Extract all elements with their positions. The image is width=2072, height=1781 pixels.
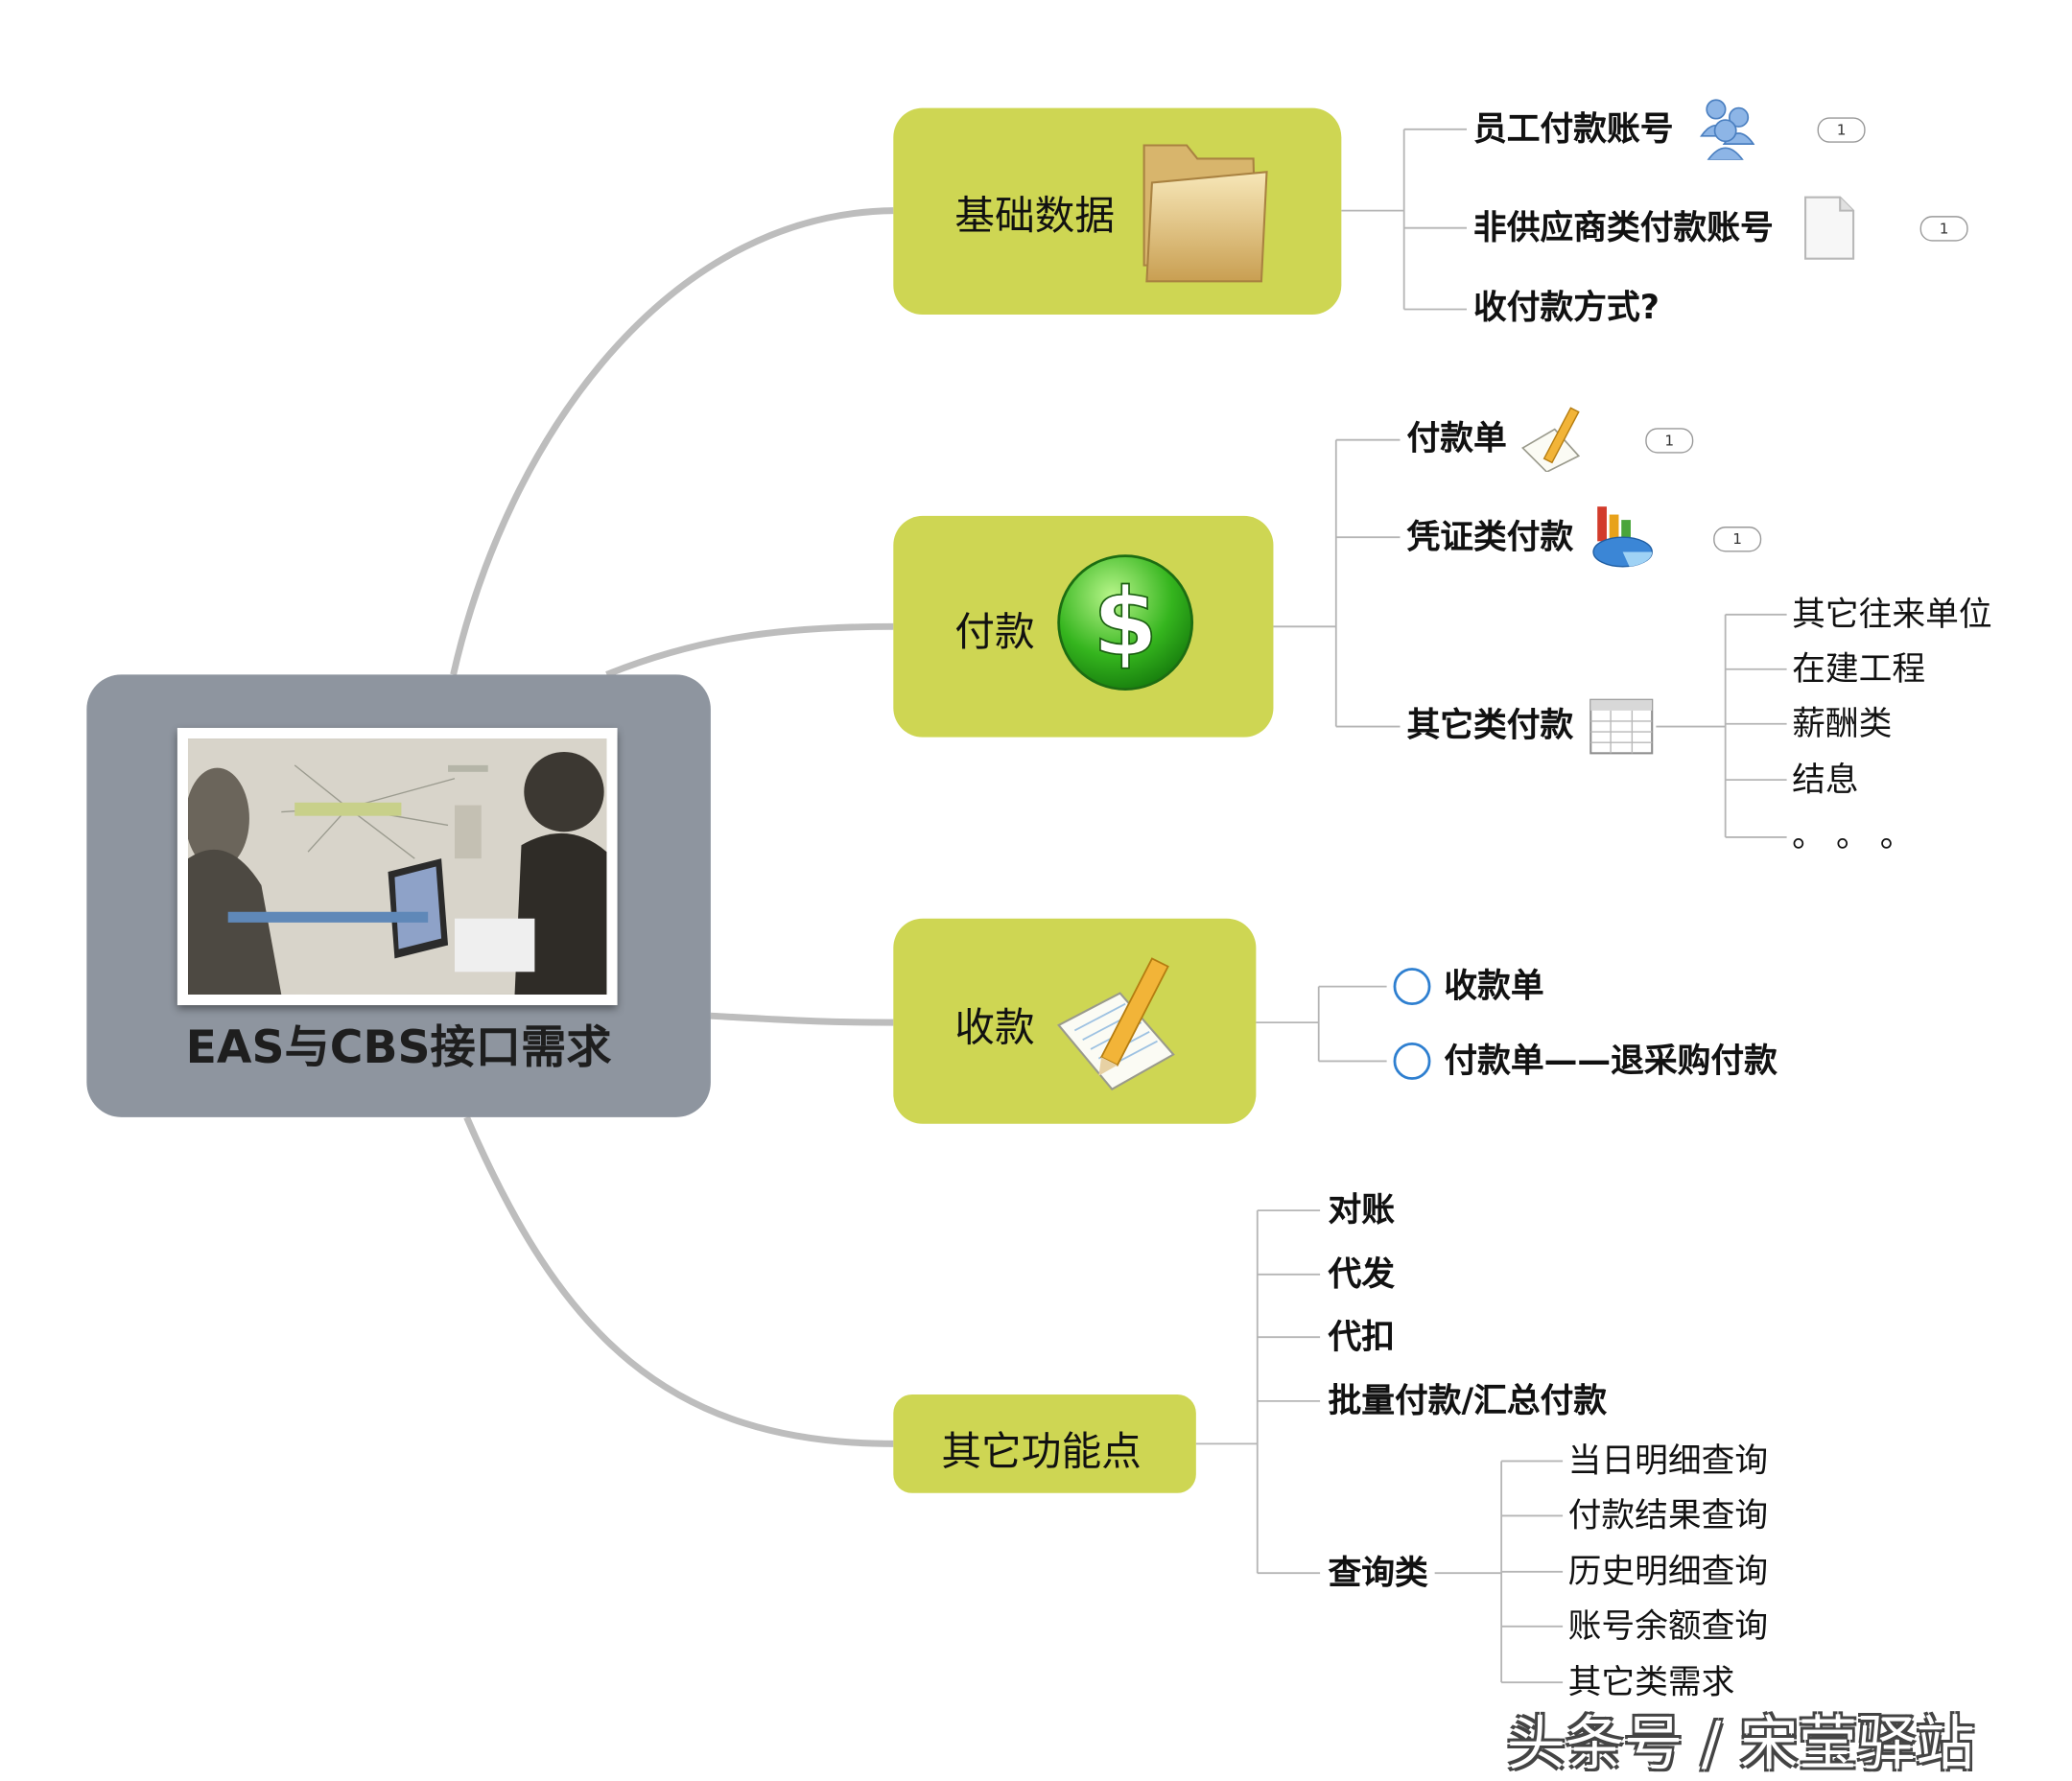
- topic-payment-order[interactable]: 付款单: [1406, 418, 1507, 457]
- meeting-photo: [177, 727, 618, 1006]
- topic-balance-query[interactable]: 账号余额查询: [1567, 1605, 1769, 1646]
- badge: 1: [1645, 428, 1694, 454]
- branch-label: 付款: [954, 609, 1035, 656]
- meeting-photo-image: [187, 738, 607, 995]
- badge: 1: [1713, 527, 1762, 552]
- topic-other-units[interactable]: 其它往来单位: [1792, 594, 1992, 634]
- chart-icon: [1592, 506, 1653, 568]
- branch-payment[interactable]: 付款 $: [893, 515, 1274, 738]
- topic-receipt-order[interactable]: 收款单: [1444, 966, 1544, 1006]
- users-icon: [1700, 99, 1755, 160]
- topic-payment-method[interactable]: 收付款方式?: [1472, 288, 1660, 327]
- topic-non-supplier-account[interactable]: 非供应商类付款账号: [1472, 207, 1774, 247]
- topic-daily-detail-query[interactable]: 当日明细查询: [1567, 1441, 1769, 1480]
- topic-payment-result-query[interactable]: 付款结果查询: [1567, 1495, 1769, 1535]
- document-icon: [1804, 196, 1855, 260]
- badge: 1: [1919, 216, 1968, 242]
- folder-icon: [1142, 144, 1268, 283]
- dollar-icon: $: [1057, 554, 1194, 691]
- branch-receipt[interactable]: 收款: [893, 918, 1257, 1124]
- topic-interest[interactable]: 结息: [1792, 760, 1859, 799]
- branch-basic-data[interactable]: 基础数据: [893, 107, 1342, 316]
- topic-payroll-issuance[interactable]: 代发: [1328, 1254, 1395, 1294]
- topic-withholding[interactable]: 代扣: [1328, 1317, 1395, 1356]
- topic-query[interactable]: 查询类: [1328, 1553, 1428, 1592]
- root-title: EAS与CBS接口需求: [185, 1020, 612, 1075]
- notepad-pencil-icon: [1057, 957, 1175, 1090]
- topic-employee-account[interactable]: 员工付款账号: [1472, 108, 1674, 149]
- watermark: 头条号 / 宋莹驿站: [1506, 1710, 1975, 1779]
- notepad-icon: [1521, 407, 1581, 473]
- topic-voucher-payment[interactable]: 凭证类付款: [1406, 517, 1574, 556]
- branch-label: 基础数据: [954, 193, 1116, 241]
- topic-salary[interactable]: 薪酬类: [1792, 703, 1893, 743]
- topic-refund-payment[interactable]: 付款单——退采购付款: [1444, 1041, 1778, 1080]
- badge: 1: [1817, 117, 1866, 143]
- topic-history-detail-query[interactable]: 历史明细查询: [1567, 1551, 1769, 1591]
- topic-other-payment[interactable]: 其它类付款: [1406, 705, 1574, 744]
- svg-text:$: $: [1093, 568, 1158, 676]
- topic-reconciliation[interactable]: 对账: [1328, 1190, 1395, 1230]
- branch-label: 收款: [954, 1005, 1035, 1052]
- branch-label: 其它功能点: [941, 1429, 1142, 1476]
- topic-ellipsis[interactable]: 。 。 。: [1792, 815, 1914, 855]
- table-icon: [1589, 698, 1654, 755]
- branch-other-functions[interactable]: 其它功能点: [893, 1394, 1196, 1493]
- root-node[interactable]: EAS与CBS接口需求: [86, 674, 711, 1117]
- task-circle-icon[interactable]: [1393, 1042, 1431, 1080]
- topic-other-requirements[interactable]: 其它类需求: [1567, 1662, 1735, 1701]
- topic-construction[interactable]: 在建工程: [1792, 648, 1926, 689]
- topic-batch-payment[interactable]: 批量付款/汇总付款: [1328, 1381, 1608, 1420]
- task-circle-icon[interactable]: [1393, 968, 1431, 1006]
